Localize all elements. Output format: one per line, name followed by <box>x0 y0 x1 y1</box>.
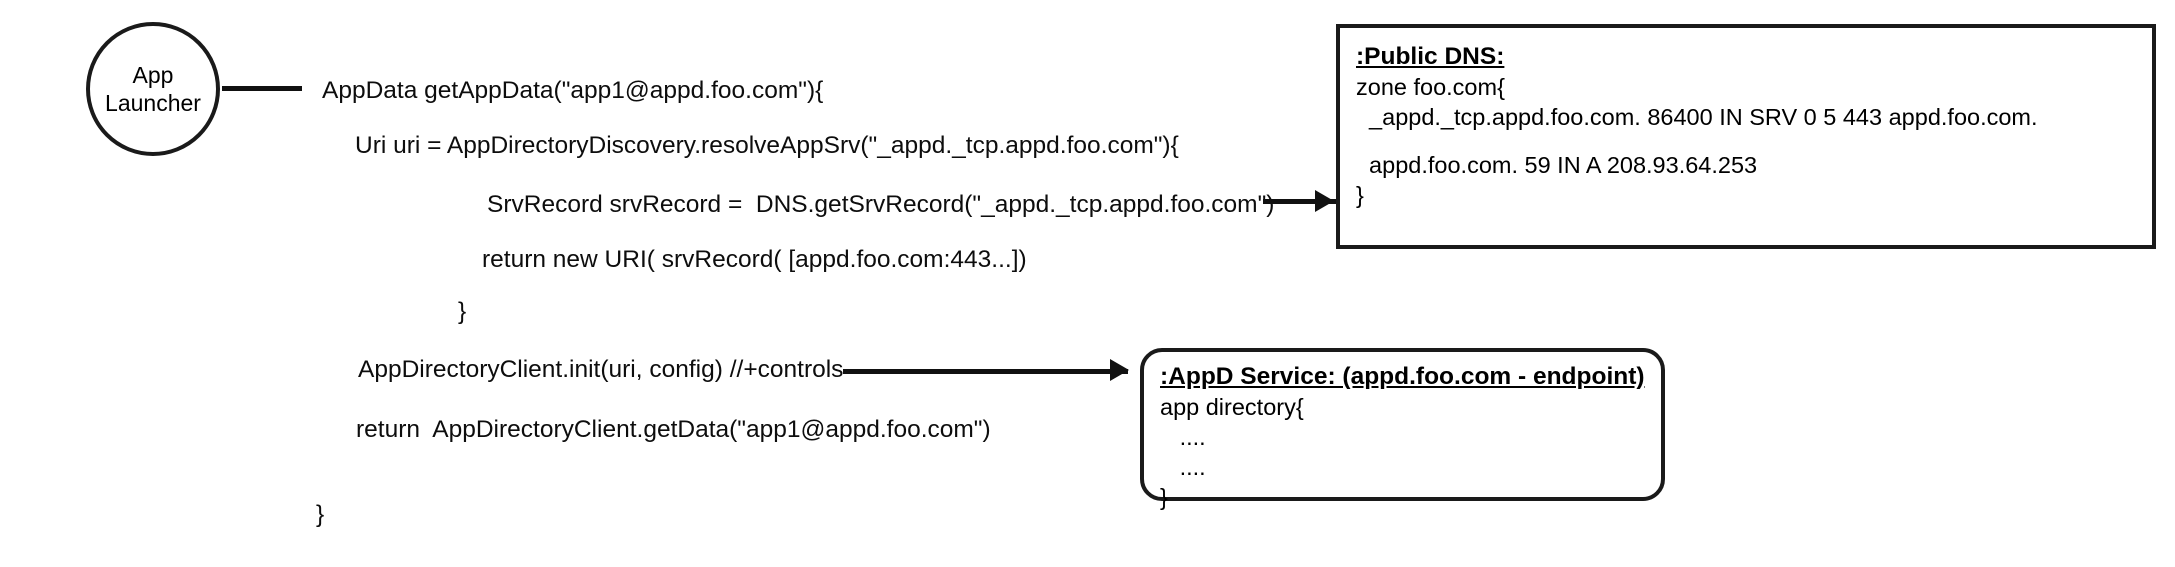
code-line-get-srv-record: SrvRecord srvRecord = DNS.getSrvRecord("… <box>487 191 1275 218</box>
public-dns-title: :Public DNS: <box>1356 43 1505 70</box>
appd-service-row-3: } <box>1160 484 1168 510</box>
actor-app-launcher[interactable]: App Launcher <box>86 22 220 156</box>
public-dns-gap <box>1356 132 2136 150</box>
appd-service-row-2: .... <box>1160 454 1206 480</box>
public-dns-row-3: } <box>1356 182 1364 208</box>
arrow-head-dns <box>1315 190 1334 212</box>
arrow-line-dns <box>1263 199 1353 204</box>
public-dns-box: :Public DNS: zone foo.com{ _appd._tcp.ap… <box>1336 24 2156 249</box>
arrow-head-appd <box>1110 359 1129 381</box>
appd-service-row-1: .... <box>1160 424 1206 450</box>
code-line-close-brace-outer: } <box>316 501 325 528</box>
code-line-return-get-data: return AppDirectoryClient.getData("app1@… <box>356 416 991 443</box>
actor-label-line2: Launcher <box>105 90 201 116</box>
code-line-get-app-data: AppData getAppData("app1@appd.foo.com"){ <box>322 77 824 104</box>
connector-actor-to-code <box>222 86 302 91</box>
arrow-line-appd <box>843 369 1128 374</box>
public-dns-row-0: zone foo.com{ <box>1356 74 1505 100</box>
appd-service-row-0: app directory{ <box>1160 394 1304 420</box>
code-line-client-init: AppDirectoryClient.init(uri, config) //+… <box>358 356 844 383</box>
actor-label-line1: App <box>132 62 174 88</box>
public-dns-row-2: appd.foo.com. 59 IN A 208.93.64.253 <box>1356 152 1758 178</box>
public-dns-row-1: _appd._tcp.appd.foo.com. 86400 IN SRV 0 … <box>1356 104 2038 130</box>
code-line-return-new-uri: return new URI( srvRecord( [appd.foo.com… <box>482 246 1027 273</box>
appd-service-box: :AppD Service: (appd.foo.com - endpoint)… <box>1140 348 1665 510</box>
code-line-resolve-app-srv: Uri uri = AppDirectoryDiscovery.resolveA… <box>355 132 1179 159</box>
appd-service-title: :AppD Service: (appd.foo.com - endpoint) <box>1160 363 1645 390</box>
code-line-close-brace-inner: } <box>458 298 467 325</box>
